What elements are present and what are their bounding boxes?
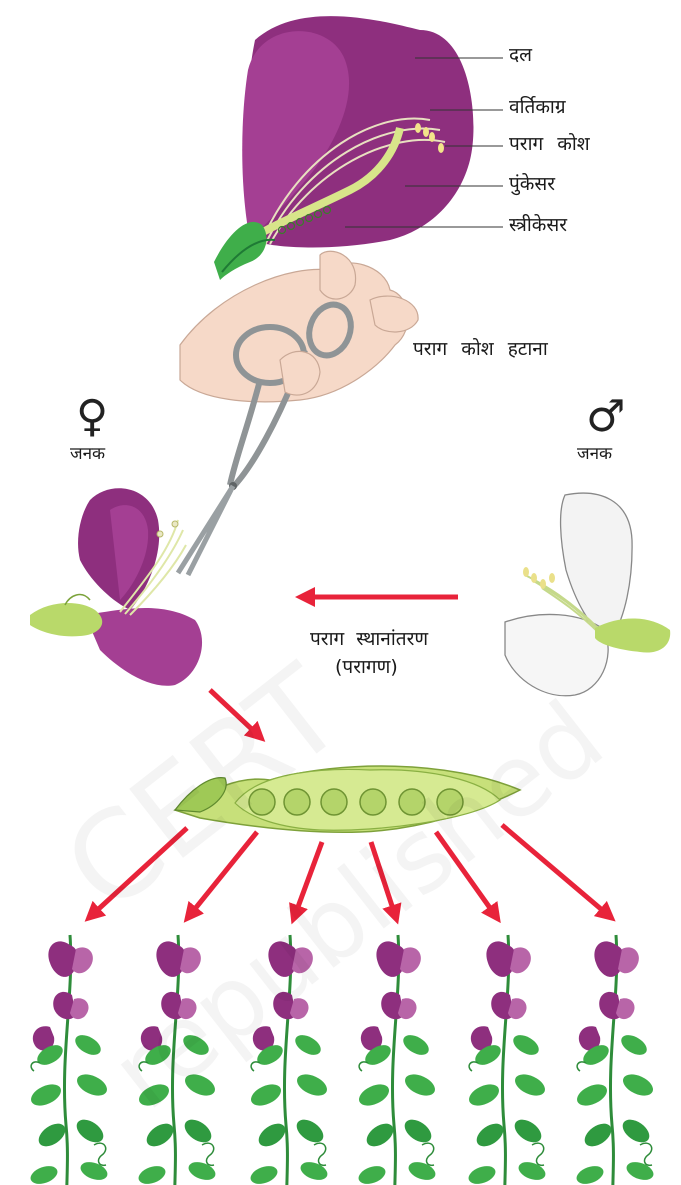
female-parent-flower	[30, 488, 202, 685]
flower-anatomy-illustration	[214, 16, 473, 280]
offspring-plant-6	[574, 935, 657, 1185]
label-stamen: पुंकेसर	[509, 175, 555, 194]
label-pollen-transfer: पराग स्थानांतरण	[310, 630, 428, 649]
offspring-plant-1	[28, 935, 111, 1185]
label-pistil: स्त्रीकेसर	[509, 216, 567, 235]
label-anther: पराग कोश	[509, 135, 590, 154]
label-male-parent: जनक	[577, 446, 612, 463]
label-petal: दल	[509, 46, 532, 65]
hand-with-scissors-illustration	[178, 251, 418, 575]
male-symbol: ♂	[586, 395, 625, 439]
label-stigma: वर्तिकाग्र	[509, 98, 566, 117]
label-anther-removal: पराग कोश हटाना	[413, 340, 548, 359]
male-parent-flower	[505, 493, 670, 696]
label-pollination: (परागण)	[335, 658, 398, 677]
offspring-plant-5	[466, 935, 549, 1185]
female-symbol: ♀	[76, 395, 108, 439]
offspring-plant-4	[356, 935, 439, 1185]
label-female-parent: जनक	[70, 446, 105, 463]
scissors-blades	[178, 486, 233, 575]
